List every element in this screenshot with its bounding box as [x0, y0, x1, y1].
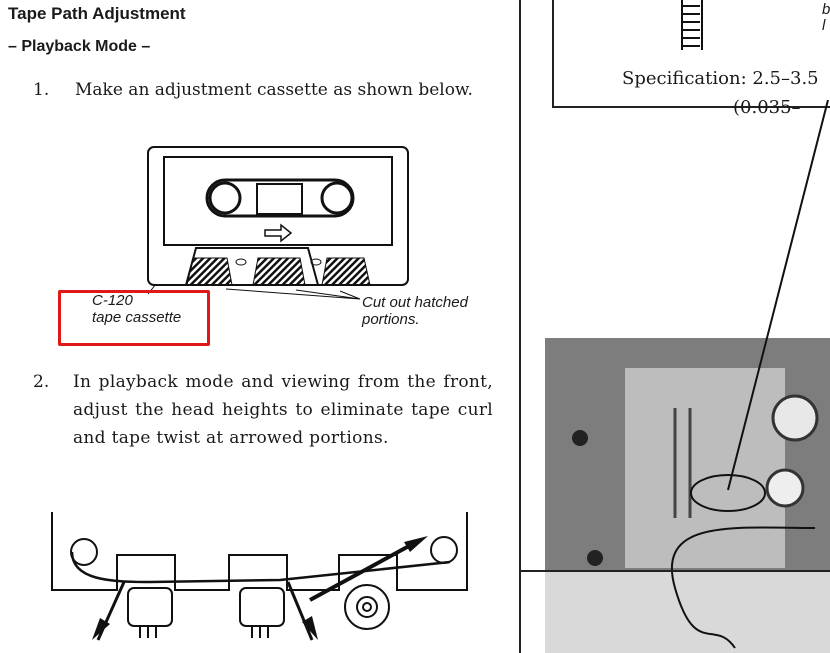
spring-icon [681, 0, 703, 50]
step-text: In playback mode and viewing from the fr… [73, 372, 493, 448]
cut-label-line2: portions. [362, 311, 420, 328]
step-number: 2. [33, 372, 50, 392]
step-text: Make an adjustment cassette as shown bel… [75, 80, 473, 100]
partial-label-line1: b [822, 1, 830, 18]
figure-baseline [521, 570, 830, 572]
specification-line2: (0.035– [733, 97, 801, 118]
cut-label-line1: Cut out hatched [362, 294, 468, 311]
partial-label-line2: l [822, 17, 826, 34]
section-subtitle: – Playback Mode – [8, 38, 151, 55]
mechanism-photo [545, 338, 830, 653]
tape-path-diagram [51, 512, 468, 641]
step-number: 1. [33, 80, 50, 100]
cassette-diagram [147, 146, 409, 300]
column-divider [519, 0, 521, 653]
cassette-label-line2: tape cassette [92, 309, 182, 326]
section-title: Tape Path Adjustment [8, 4, 186, 23]
highlight-box [58, 290, 210, 346]
cassette-label-line1: C-120 [92, 292, 133, 309]
partial-label: b l [822, 2, 830, 34]
specification-line1: Specification: 2.5–3.5 [622, 68, 819, 89]
pointer-line [727, 100, 829, 491]
spec-figure-frame [552, 0, 830, 108]
